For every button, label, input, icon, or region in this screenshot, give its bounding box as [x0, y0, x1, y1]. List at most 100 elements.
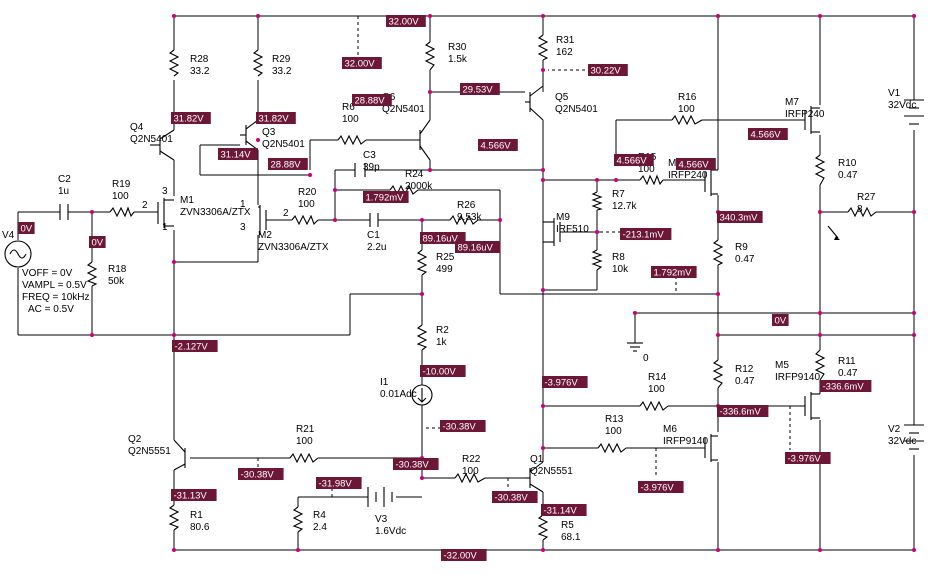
voltage-marker-text: 4.566V — [481, 141, 512, 152]
voltage-marker: 0V — [18, 222, 35, 235]
component-value: 100 — [462, 466, 479, 477]
transistors — [150, 85, 820, 493]
component-value: IRFP9140 — [663, 436, 708, 447]
voltage-marker-box — [772, 314, 789, 326]
component-value: 100 — [678, 104, 695, 115]
voltage-marker-text: 4.566V — [679, 160, 710, 171]
voltage-marker: -3.976V — [542, 376, 588, 389]
component-name: R24 — [405, 169, 424, 180]
component-value: 33.2 — [190, 66, 210, 77]
component-v4: V4 — [2, 230, 15, 241]
voltage-marker-box — [460, 83, 500, 95]
component-value: 32Vdc — [888, 100, 916, 111]
voltage-marker-text: -3.976V — [788, 454, 822, 465]
voltage-marker-text: 4.566V — [751, 130, 782, 141]
component-v3: V31.6Vdc — [375, 514, 406, 537]
voltage-marker: 89.16uV — [455, 241, 501, 254]
component-value: 2.4 — [313, 522, 327, 533]
component-name: R29 — [272, 54, 291, 65]
component-name: M5 — [775, 360, 789, 371]
component-value: 2.2u — [367, 242, 386, 253]
voltage-marker-text: 32.00V — [345, 59, 376, 70]
component-value: 0.01Adc — [380, 389, 417, 400]
component-name: Q2 — [128, 434, 142, 445]
component-value: Q2N5401 — [555, 104, 598, 115]
voltage-marker-box — [256, 112, 296, 124]
component-name: R20 — [298, 187, 317, 198]
voltage-marker-text: 1.792mV — [366, 193, 405, 204]
component-name: R14 — [648, 372, 667, 383]
component-name: C3 — [363, 150, 376, 161]
component-name: R2 — [436, 325, 449, 336]
voltage-marker: 1.792mV — [363, 191, 409, 204]
component-name: R26 — [457, 200, 476, 211]
voltage-marker-text: 28.88V — [271, 160, 302, 171]
component-name: R11 — [838, 356, 856, 367]
component-name: R7 — [612, 189, 625, 200]
voltage-marker: 29.53V — [460, 83, 500, 96]
voltage-marker: 28.88V — [268, 158, 308, 171]
voltage-marker-text: -30.38V — [495, 493, 529, 504]
component-name: R10 — [838, 158, 857, 169]
voltage-marker-box — [620, 228, 672, 240]
component-value: 100 — [638, 164, 655, 175]
component-value: 0.47 — [838, 368, 858, 379]
component-name: R30 — [448, 42, 467, 53]
voltage-marker-box — [171, 489, 217, 501]
voltage-marker: 31.82V — [256, 112, 296, 125]
component-value: Q2N5401 — [382, 104, 425, 115]
component-name: R19 — [112, 179, 131, 190]
component-value: 68.1 — [561, 532, 581, 543]
voltage-marker: 32.00V — [342, 57, 382, 70]
component-labels: R2833.2R2933.2R301.5kR31162R6100Q6Q2N540… — [2, 35, 916, 543]
voltage-marker-text: -31.14V — [544, 506, 578, 517]
component-name: R12 — [735, 364, 754, 375]
voltage-marker: -31.13V — [171, 489, 217, 502]
voltage-marker-box — [393, 458, 439, 470]
voltage-marker-text: 340.3mV — [720, 213, 759, 224]
voltage-marker-box — [676, 158, 716, 170]
voltage-marker-box — [386, 15, 426, 27]
voltage-marker-text: -30.38V — [241, 470, 275, 481]
voltage-marker: -30.38V — [440, 420, 486, 433]
component-name: R5 — [561, 520, 574, 531]
component-c1: C12.2u — [367, 230, 386, 253]
voltage-marker-text: 32.00V — [389, 17, 420, 28]
component-value: IRFP9140 — [775, 372, 820, 383]
component-value: 50k — [108, 276, 125, 287]
component-value: 32Vdc — [888, 436, 916, 447]
voltage-marker-box — [717, 405, 769, 417]
ground-label: 0 — [643, 353, 649, 364]
voltage-marker-box — [638, 481, 684, 493]
capacitors — [59, 163, 379, 227]
voltage-marker: -30.38V — [393, 458, 439, 471]
voltage-marker-box — [440, 420, 486, 432]
component-name: I1 — [380, 377, 389, 388]
component-name: R25 — [436, 252, 455, 263]
voltage-marker-box — [748, 128, 788, 140]
voltage-marker-box — [420, 232, 466, 244]
component-value: 0.47 — [838, 170, 858, 181]
voltage-marker: -2.127V — [172, 340, 218, 353]
voltage-marker-box — [478, 139, 518, 151]
voltage-marker: 0V — [89, 236, 106, 249]
component-value: 9.53k — [457, 212, 482, 223]
